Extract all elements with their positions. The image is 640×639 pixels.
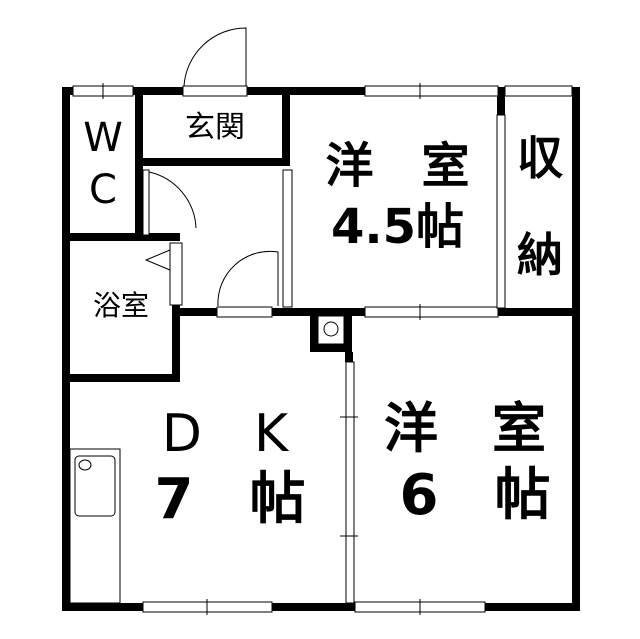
- room-6-name: 洋 室: [384, 397, 546, 460]
- window-interior: [364, 306, 499, 318]
- entrance-door-frame: [182, 85, 248, 97]
- door-wc: [142, 169, 150, 236]
- closet-label-1: 収: [517, 131, 563, 185]
- door-frame-dk: [216, 306, 273, 318]
- dk-size: 7 帖: [154, 467, 306, 532]
- sink-icon: [74, 455, 116, 517]
- closet-label-2: 納: [517, 228, 563, 282]
- room-45-size: 4.5帖: [330, 199, 465, 255]
- door-bath: [169, 242, 183, 306]
- pipe-shaft: [317, 315, 345, 345]
- pipe-icon: [323, 321, 339, 337]
- closet-doors: [496, 114, 506, 309]
- wc-label-w: W: [83, 115, 123, 161]
- window-room-45: [364, 85, 499, 97]
- sliding-door-room-45: [282, 169, 293, 308]
- wc-label-c: C: [89, 167, 117, 213]
- window-closet: [504, 85, 573, 97]
- dk-name: D K: [161, 404, 289, 464]
- room-6-size: 6 帖: [399, 463, 551, 528]
- room-45-name: 洋 室: [325, 138, 470, 194]
- sliding-door-room-6: [345, 361, 355, 604]
- door-swings: [102, 27, 421, 615]
- bath-label: 浴室: [92, 289, 149, 322]
- entrance-label: 玄関: [185, 110, 245, 145]
